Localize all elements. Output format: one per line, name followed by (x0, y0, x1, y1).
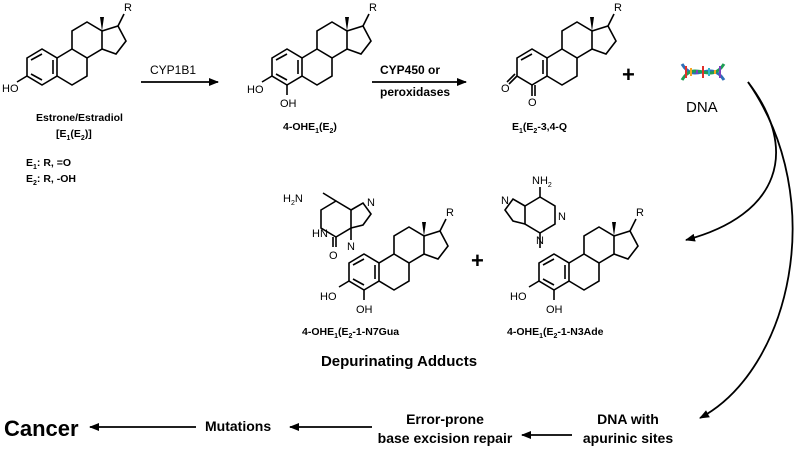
atom-o: O (528, 97, 537, 109)
atom-ho: HO (320, 291, 337, 303)
atom-o: O (501, 83, 510, 95)
atom-n: N (558, 211, 566, 223)
adduct-gua-structure: H2N HN O N N R HO OH (283, 192, 454, 316)
enzyme-cyp1b1: CYP1B1 (150, 63, 196, 77)
cancer-label: Cancer (4, 416, 79, 441)
estrone-abbr: [E21(E2)] (56, 128, 92, 142)
atom-r: R (636, 207, 644, 219)
quinone-label: E1(E2-3,4-Q (512, 121, 567, 135)
e2-definition: E2: R, -OH (26, 173, 76, 187)
atom-oh: OH (546, 304, 563, 316)
repair-line1: Error-prone (406, 411, 484, 427)
catechol-structure: R HO OH (247, 2, 377, 110)
depurinating-adducts-title: Depurinating Adducts (321, 353, 477, 370)
repair-line2: base excision repair (378, 430, 513, 446)
plus-sign-dna: + (622, 62, 635, 87)
atom-r: R (369, 2, 377, 14)
dna-apurinic-line1: DNA with (597, 411, 659, 427)
atom-r: R (614, 2, 622, 14)
adduct-ade-structure: NH2 N N N R HO OH (501, 175, 644, 316)
atom-r: R (124, 2, 132, 14)
e1-definition: E1: R, =O (26, 157, 71, 171)
dna-apurinic-line2: apurinic sites (583, 430, 673, 446)
mutations-label: Mutations (205, 418, 271, 434)
atom-n: N (347, 241, 355, 253)
atom-oh: OH (280, 98, 297, 110)
catechol-label: 4-OHE1(E2) (283, 121, 337, 135)
atom-n: N (536, 235, 544, 247)
adduct-ade-label: 4-OHE1(E2-1-N3Ade (507, 326, 604, 340)
atom-nh2: NH2 (532, 175, 552, 189)
atom-o: O (329, 250, 338, 262)
arrow-to-apurinic (699, 81, 794, 419)
atom-n: N (501, 195, 509, 207)
atom-oh: OH (356, 304, 373, 316)
dna-icon (680, 63, 726, 81)
atom-ho: HO (2, 83, 19, 95)
dna-label: DNA (686, 99, 718, 116)
enzyme-cyp450: CYP450 or (380, 63, 440, 77)
atom-ho: HO (510, 291, 527, 303)
quinone-structure: R O O (501, 2, 622, 109)
estrone-name: Estrone/Estradiol (36, 112, 123, 124)
atom-ho: HO (247, 84, 264, 96)
atom-h2n: H2N (283, 193, 303, 207)
plus-sign-adducts: + (471, 248, 484, 273)
atom-r: R (446, 207, 454, 219)
atom-hn: HN (312, 228, 328, 240)
estrone-structure: R HO (2, 2, 132, 95)
enzyme-peroxidases: peroxidases (380, 85, 450, 99)
adduct-gua-label: 4-OHE1(E2-1-N7Gua (302, 326, 399, 340)
atom-n: N (367, 197, 375, 209)
